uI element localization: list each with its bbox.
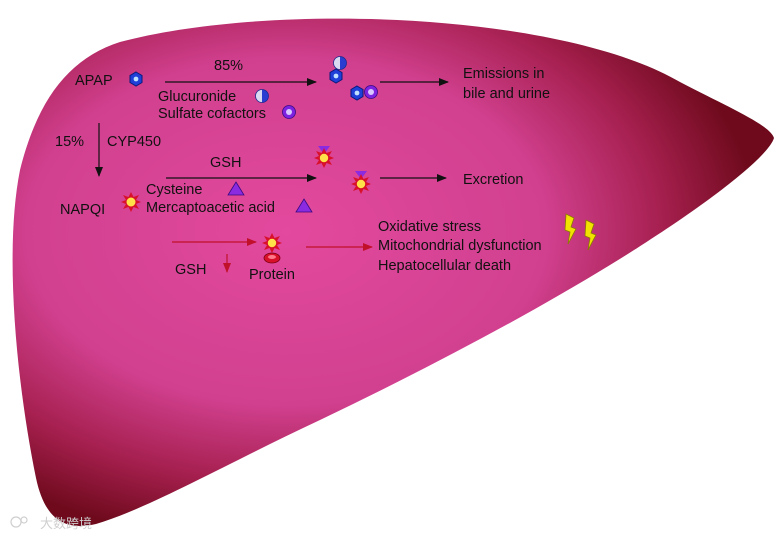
apap-hexagon-conjugate-icon <box>329 68 343 84</box>
watermark-text: 大数跨境 <box>40 517 92 532</box>
gsh-bottom-label: GSH <box>175 262 206 278</box>
glucuronide-label: Glucuronide <box>158 89 236 105</box>
apap-hexagon-sulfate-icon <box>350 85 364 101</box>
percent-15-label: 15% <box>55 134 84 150</box>
protein-label: Protein <box>249 267 295 283</box>
apap-hexagon-icon <box>129 71 143 87</box>
sulfate-conjugate-icon <box>364 85 378 99</box>
gsh-top-label: GSH <box>210 155 241 171</box>
cysteine-triangle-icon <box>227 181 245 196</box>
mercaptoacetic-triangle-icon <box>295 198 313 213</box>
emissions-label-line1: Emissions in <box>463 66 544 82</box>
glucuronide-half-circle-icon <box>255 89 269 103</box>
lightning-icon <box>584 219 597 251</box>
napqi-label: NAPQI <box>60 202 105 218</box>
sulfate-circle-icon <box>282 105 296 119</box>
percent-85-label: 85% <box>214 58 243 74</box>
napqi-cysteine-conjugate-icon <box>351 171 371 194</box>
excretion-label: Excretion <box>463 172 523 188</box>
liver-shape <box>12 18 774 527</box>
lightning-icon <box>564 213 577 245</box>
napqi-protein-adduct-icon <box>262 233 282 264</box>
cysteine-label: Cysteine <box>146 182 202 198</box>
oxidative-stress-label: Oxidative stress <box>378 219 481 235</box>
napqi-starburst-icon <box>121 192 141 212</box>
cyp450-label: CYP450 <box>107 134 161 150</box>
mitochondrial-dysfunction-label: Mitochondrial dysfunction <box>378 238 542 254</box>
emissions-label-line2: bile and urine <box>463 86 550 102</box>
hepatocellular-death-label: Hepatocellular death <box>378 258 511 274</box>
mercaptoacetic-acid-label: Mercaptoacetic acid <box>146 200 275 216</box>
watermark: 大数跨境 <box>10 516 92 532</box>
napqi-gsh-conjugate-icon <box>314 146 334 168</box>
apap-label: APAP <box>75 73 113 89</box>
sulfate-cofactors-label: Sulfate cofactors <box>158 106 266 122</box>
glucuronide-conjugate-icon <box>333 56 347 70</box>
